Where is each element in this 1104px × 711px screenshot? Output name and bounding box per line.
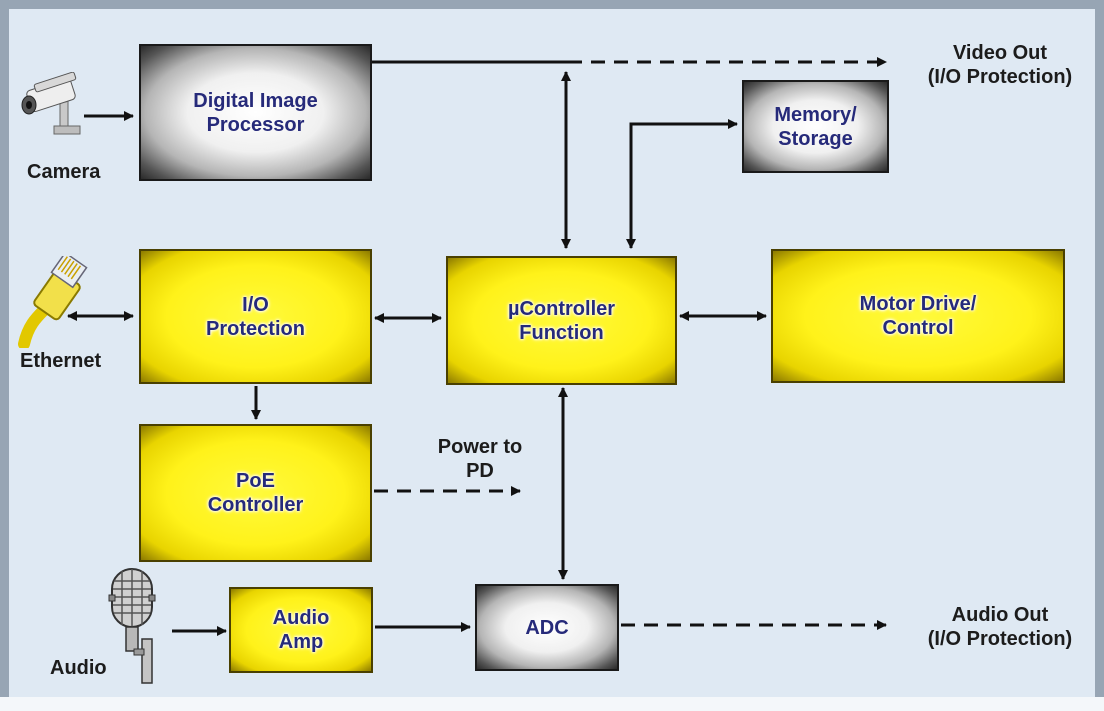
power-to-pd-label: Power to PD bbox=[437, 436, 523, 482]
audio-out-label: Audio Out (I/O Protection) bbox=[927, 604, 1073, 650]
ethernet-label: Ethernet bbox=[20, 350, 102, 372]
audio-amp-block: Audio Amp bbox=[229, 587, 373, 673]
ucontroller-function-block: µController Function bbox=[446, 256, 677, 385]
memory-controller-arrow bbox=[626, 119, 738, 249]
digital-image-processor-block: Digital Image Processor bbox=[139, 44, 372, 181]
motor-drive-control-block: Motor Drive/ Control bbox=[771, 249, 1065, 383]
adc-block: ADC bbox=[475, 584, 619, 671]
memory-storage-block: Memory/ Storage bbox=[742, 80, 889, 173]
audio-label: Audio bbox=[50, 657, 107, 679]
camera-label: Camera bbox=[27, 161, 101, 183]
poe-controller-block: PoE Controller bbox=[139, 424, 372, 562]
security-camera-icon bbox=[21, 72, 81, 135]
ethernet-cable-icon bbox=[18, 256, 88, 348]
video-out-label: Video Out (I/O Protection) bbox=[927, 42, 1073, 88]
microphone-icon bbox=[108, 568, 156, 684]
io-protection-block: I/O Protection bbox=[139, 249, 372, 384]
bottom-strip bbox=[0, 697, 1104, 711]
